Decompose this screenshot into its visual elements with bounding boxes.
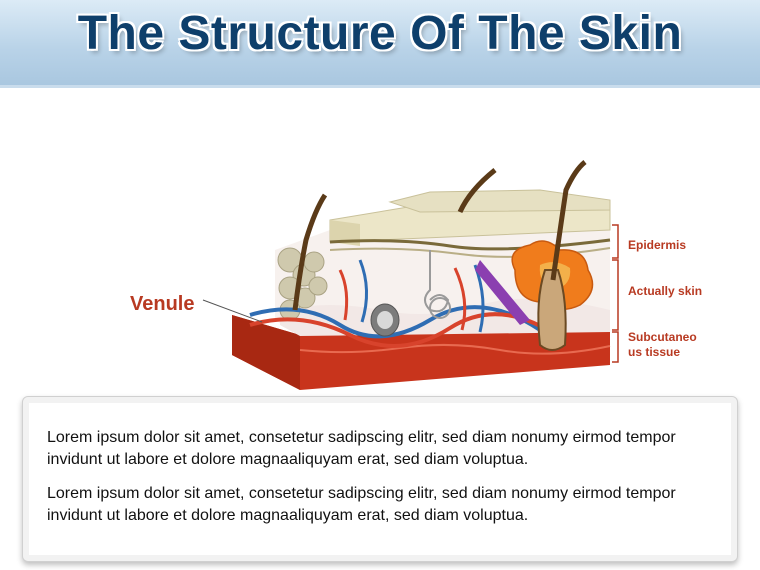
muscle-layer <box>232 315 611 390</box>
pacinian-corpuscle <box>370 303 400 337</box>
blood-vessels <box>249 259 562 348</box>
layer-label-dermis: Actually skin <box>628 284 702 298</box>
page-title: The Structure Of The Skin <box>77 7 683 60</box>
skin-diagram: Venule Epidermis Actually skin Subcutane… <box>130 160 702 390</box>
layer-label-subcutaneous-2: us tissue <box>628 345 680 359</box>
description-box: Lorem ipsum dolor sit amet, consetetur s… <box>22 396 738 562</box>
layer-brackets <box>612 224 619 363</box>
layer-label-epidermis: Epidermis <box>628 238 686 252</box>
arrector-muscle <box>475 260 530 325</box>
layer-label-subcutaneous-1: Subcutaneo <box>628 330 697 344</box>
header-banner: The Structure Of The Skin <box>0 0 760 88</box>
epidermis-layer <box>329 189 611 258</box>
paragraph-1: Lorem ipsum dolor sit amet, consetetur s… <box>47 429 676 468</box>
venule-label: Venule <box>130 293 194 315</box>
paragraph-2: Lorem ipsum dolor sit amet, consetetur s… <box>47 485 676 524</box>
sweat-gland <box>424 250 451 319</box>
venule-pointer <box>202 299 263 323</box>
hair-follicles <box>292 160 587 351</box>
